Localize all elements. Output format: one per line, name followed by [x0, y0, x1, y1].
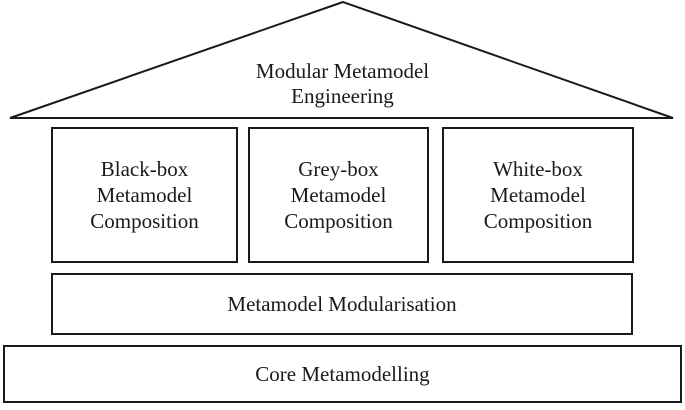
roof-label-line1: Modular Metamodel — [255, 59, 430, 83]
roof-label: Modular Metamodel Engineering — [0, 59, 685, 109]
box-white-box-metamodel-composition: White-box Metamodel Composition — [442, 127, 634, 263]
box-label-line: Metamodel — [290, 183, 387, 207]
box-label-line: Composition — [90, 209, 199, 233]
box-grey-box-metamodel-composition: Grey-box Metamodel Composition — [248, 127, 429, 263]
box-label-line: Composition — [284, 209, 393, 233]
box-metamodel-modularisation: Metamodel Modularisation — [51, 273, 633, 335]
box-label-line: Composition — [483, 209, 593, 233]
roof-triangle — [9, 0, 674, 119]
box-label-line: Metamodel — [96, 183, 193, 207]
box-core-metamodelling: Core Metamodelling — [3, 345, 682, 403]
box-label: Metamodel Modularisation — [227, 292, 457, 316]
box-label-line: Black-box — [100, 157, 189, 181]
box-label-line: Grey-box — [298, 157, 379, 181]
box-black-box-metamodel-composition: Black-box Metamodel Composition — [51, 127, 238, 263]
roof-label-line2: Engineering — [291, 84, 394, 108]
box-label-line: Metamodel — [490, 183, 586, 207]
box-label-line: White-box — [493, 157, 583, 181]
roof-outline — [9, 0, 674, 119]
box-label: Core Metamodelling — [255, 362, 430, 386]
